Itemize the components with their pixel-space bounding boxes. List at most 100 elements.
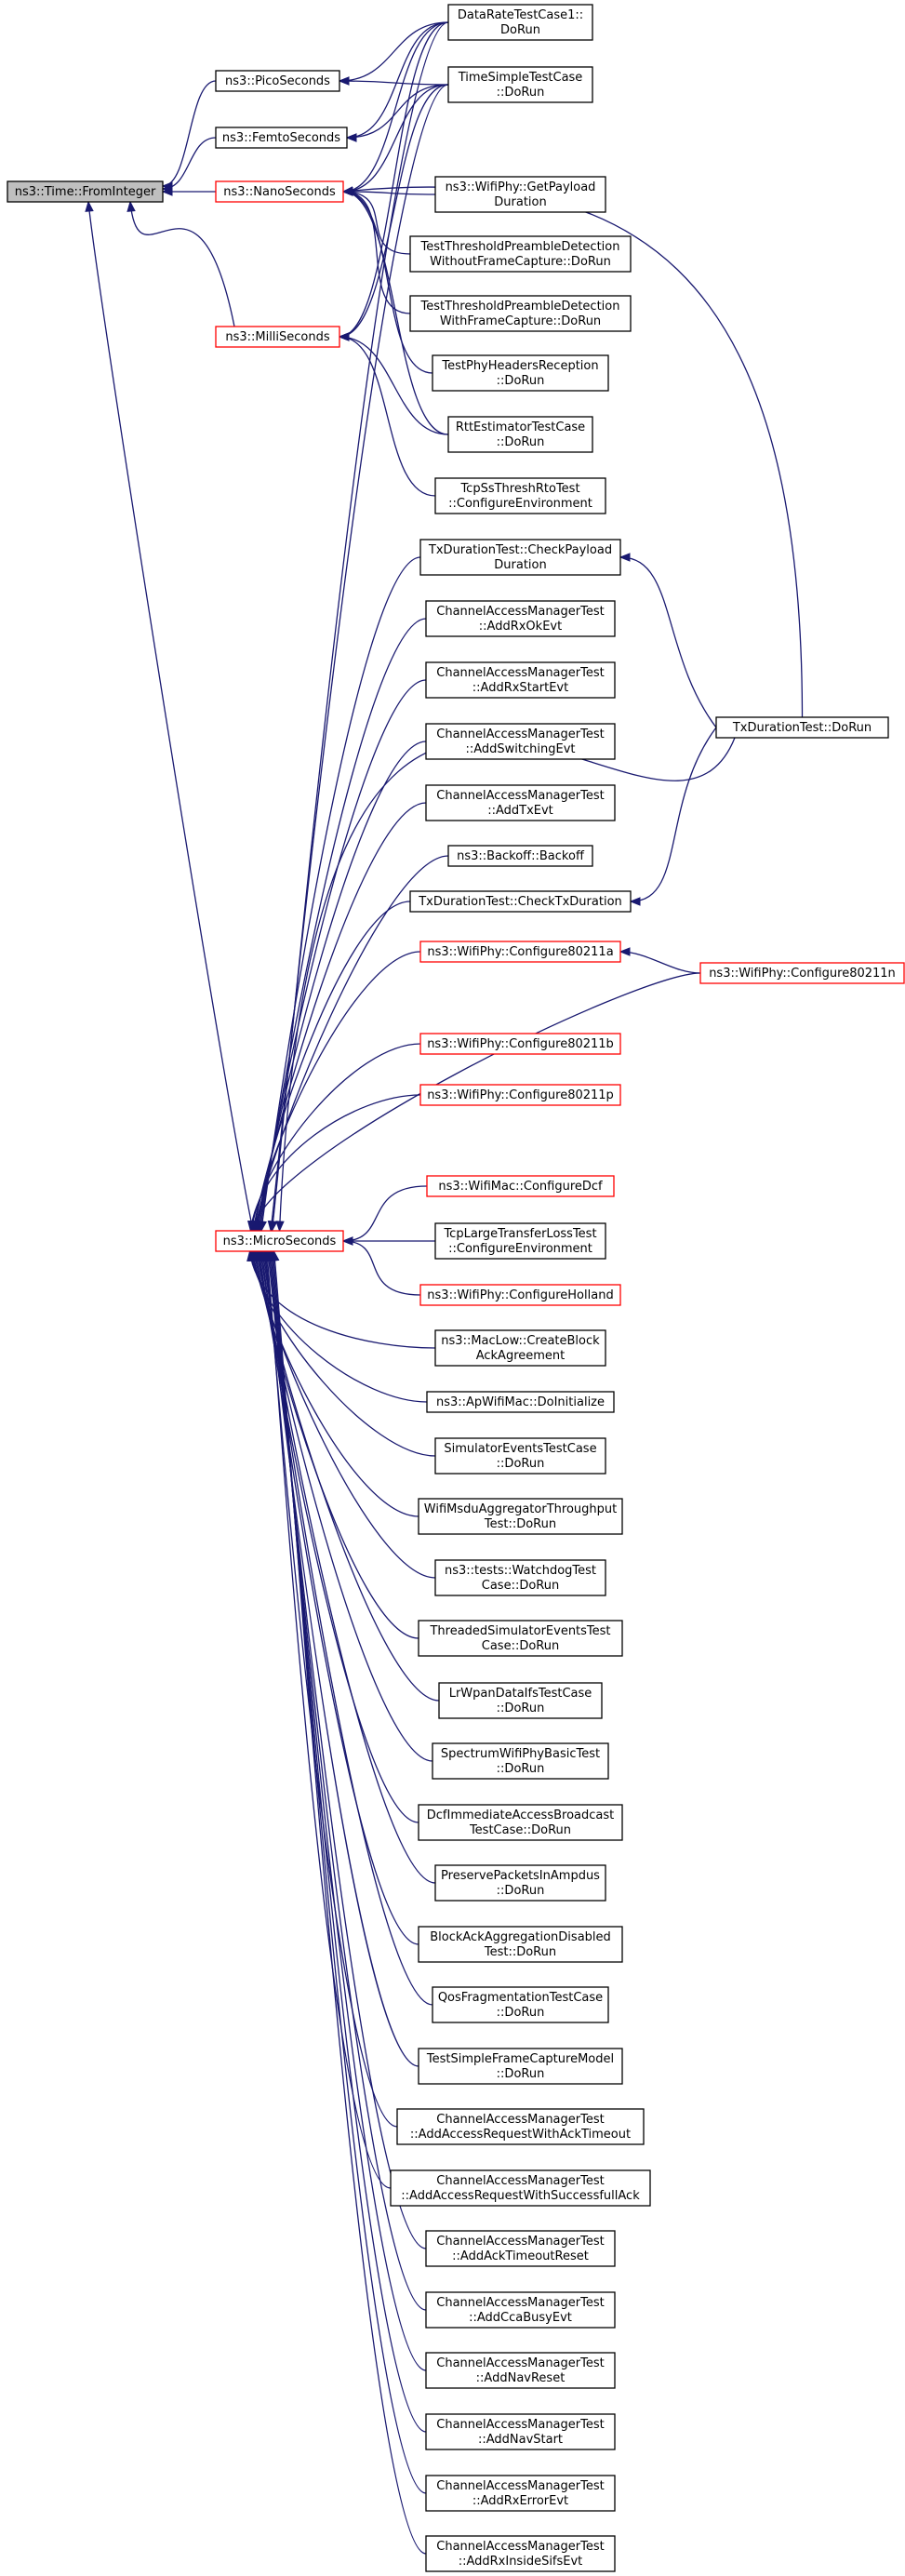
node-datarate[interactable]: DataRateTestCase1::DoRun — [447, 4, 593, 41]
node-label-cam_tx-line-1: ::AddTxEvt — [487, 804, 553, 818]
node-label-cfgholland-line-0: ns3::WifiPhy::ConfigureHolland — [427, 1288, 613, 1302]
node-label-micro-line-0: ns3::MicroSeconds — [223, 1235, 337, 1248]
node-box-watchdog — [434, 1559, 606, 1596]
node-label-getpayload-line-1: Duration — [494, 195, 546, 209]
node-box-micro — [215, 1230, 344, 1252]
node-cam_ccabusy[interactable]: ChannelAccessManagerTest::AddCcaBusyEvt — [425, 2291, 616, 2329]
node-cam_navreset[interactable]: ChannelAccessManagerTest::AddNavReset — [425, 2352, 616, 2389]
node-label-cam_switching-line-0: ChannelAccessManagerTest — [436, 727, 604, 741]
node-rtt[interactable]: RttEstimatorTestCase::DoRun — [447, 416, 593, 453]
edge-phyheaders-to-nano — [342, 191, 433, 374]
node-label-cam_success-line-0: ChannelAccessManagerTest — [436, 2174, 604, 2188]
node-apwifimac[interactable]: ns3::ApWifiMac::DoInitialize — [426, 1391, 615, 1413]
node-cam_rxok[interactable]: ChannelAccessManagerTest::AddRxOkEvt — [425, 600, 616, 637]
edge-micro-to-root — [87, 201, 254, 1232]
node-spectrum[interactable]: SpectrumWifiPhyBasicTest::DoRun — [432, 1742, 609, 1780]
node-cfg11a[interactable]: ns3::WifiPhy::Configure80211a — [419, 941, 621, 963]
node-phyheaders[interactable]: TestPhyHeadersReception::DoRun — [432, 354, 609, 392]
edge-datarate-to-femto — [346, 21, 449, 139]
node-cam_rxsifs[interactable]: ChannelAccessManagerTest::AddRxInsideSif… — [425, 2535, 616, 2572]
node-qosfrag[interactable]: QosFragmentationTestCase::DoRun — [432, 1986, 609, 2023]
node-box-tcplarge — [434, 1222, 606, 1260]
node-box-root — [7, 180, 164, 203]
edge-dcfimm-to-micro — [259, 1250, 419, 1823]
node-cam_success[interactable]: ChannelAccessManagerTest::AddAccessReque… — [390, 2169, 651, 2207]
node-cam_navstart[interactable]: ChannelAccessManagerTest::AddNavStart — [425, 2413, 616, 2450]
node-txdchecktx[interactable]: TxDurationTest::CheckTxDuration — [409, 890, 632, 913]
node-cfgdcf[interactable]: ns3::WifiMac::ConfigureDcf — [426, 1175, 615, 1197]
node-label-cam_rxok-line-0: ChannelAccessManagerTest — [436, 605, 604, 619]
node-label-tcplarge-line-0: TcpLargeTransferLossTest — [443, 1227, 596, 1241]
edge-cfgholland-to-micro — [342, 1240, 421, 1296]
edge-txdchecktx-to-micro — [253, 901, 411, 1232]
node-box-ttpd_without — [409, 235, 632, 273]
node-label-maclow-line-0: ns3::MacLow::CreateBlock — [441, 1334, 600, 1348]
node-cfg11p[interactable]: ns3::WifiPhy::Configure80211p — [419, 1084, 621, 1106]
node-cfg11b[interactable]: ns3::WifiPhy::Configure80211b — [419, 1033, 621, 1055]
node-label-dcfimm-line-1: TestCase::DoRun — [469, 1823, 571, 1837]
node-ttpd_without[interactable]: TestThresholdPreambleDetectionWithoutFra… — [409, 235, 632, 273]
node-pico[interactable]: ns3::PicoSeconds — [215, 70, 340, 92]
node-ttpd_with[interactable]: TestThresholdPreambleDetectionWithFrameC… — [409, 295, 632, 332]
node-box-simevents — [434, 1437, 606, 1475]
node-cam_acktimeout[interactable]: ChannelAccessManagerTest::AddAccessReque… — [396, 2108, 645, 2145]
node-root[interactable]: ns3::Time::FromInteger — [7, 180, 164, 203]
node-femto[interactable]: ns3::FemtoSeconds — [215, 127, 348, 149]
node-label-tcpss-line-0: TcpSsThreshRtoTest — [459, 482, 579, 496]
node-cfg11n[interactable]: ns3::WifiPhy::Configure80211n — [699, 962, 905, 984]
node-preserve[interactable]: PreservePacketsInAmpdus::DoRun — [434, 1864, 606, 1902]
node-box-cam_tx — [425, 784, 616, 821]
node-framecap[interactable]: TestSimpleFrameCaptureModel::DoRun — [418, 2048, 623, 2085]
node-label-msduagg-line-0: WifiMsduAggregatorThroughput — [424, 1502, 617, 1516]
node-label-lrwpan-line-1: ::DoRun — [497, 1702, 545, 1715]
node-cam_ackreset[interactable]: ChannelAccessManagerTest::AddAckTimeoutR… — [425, 2230, 616, 2267]
node-txdrun[interactable]: TxDurationTest::DoRun — [715, 716, 889, 739]
node-box-threadedsim — [418, 1620, 623, 1657]
node-label-nano-line-0: ns3::NanoSeconds — [223, 185, 336, 199]
node-label-backoff-line-0: ns3::Backoff::Backoff — [457, 849, 585, 863]
node-label-watchdog-line-1: Case::DoRun — [482, 1579, 559, 1593]
node-label-cam_acktimeout-line-0: ChannelAccessManagerTest — [436, 2113, 604, 2127]
node-milli[interactable]: ns3::MilliSeconds — [215, 326, 340, 348]
edge-timesimple-to-femto — [346, 84, 449, 139]
node-box-preserve — [434, 1864, 606, 1902]
edge-tcpss-to-milli — [339, 336, 436, 497]
arrowhead-tcpss-to-milli — [338, 332, 350, 341]
node-label-cam_rxsifs-line-1: ::AddRxInsideSifsEvt — [459, 2555, 583, 2569]
node-lrwpan[interactable]: LrWpanDataIfsTestCase::DoRun — [438, 1682, 603, 1719]
node-dcfimm[interactable]: DcfImmediateAccessBroadcastTestCase::DoR… — [418, 1804, 623, 1841]
node-box-dcfimm — [418, 1804, 623, 1841]
node-cfgholland[interactable]: ns3::WifiPhy::ConfigureHolland — [419, 1284, 621, 1306]
node-backoff[interactable]: ns3::Backoff::Backoff — [447, 845, 593, 867]
node-cam_tx[interactable]: ChannelAccessManagerTest::AddTxEvt — [425, 784, 616, 821]
node-box-cfg11a — [419, 941, 621, 963]
node-cam_rxerror[interactable]: ChannelAccessManagerTest::AddRxErrorEvt — [425, 2475, 616, 2512]
node-cam_switching[interactable]: ChannelAccessManagerTest::AddSwitchingEv… — [425, 723, 616, 760]
node-label-cfg11p-line-0: ns3::WifiPhy::Configure80211p — [427, 1088, 614, 1102]
node-box-framecap — [418, 2048, 623, 2085]
node-timesimple[interactable]: TimeSimpleTestCase::DoRun — [447, 66, 593, 103]
node-tcpss[interactable]: TcpSsThreshRtoTest::ConfigureEnvironment — [434, 477, 606, 514]
node-simevents[interactable]: SimulatorEventsTestCase::DoRun — [434, 1437, 606, 1475]
node-label-dcfimm-line-0: DcfImmediateAccessBroadcast — [427, 1809, 614, 1822]
edge-femto-to-root — [162, 137, 217, 190]
node-label-cam_navreset-line-0: ChannelAccessManagerTest — [436, 2356, 604, 2370]
node-label-txdcheckpayload-line-0: TxDurationTest::CheckPayload — [428, 543, 612, 557]
node-cam_rxstart[interactable]: ChannelAccessManagerTest::AddRxStartEvt — [425, 661, 616, 699]
node-nano[interactable]: ns3::NanoSeconds — [215, 180, 344, 203]
node-label-apwifimac-line-0: ns3::ApWifiMac::DoInitialize — [436, 1395, 605, 1409]
arrowhead-timesimple-to-micro — [267, 1220, 277, 1233]
node-tcplarge[interactable]: TcpLargeTransferLossTest::ConfigureEnvir… — [434, 1222, 606, 1260]
arrowhead-micro-to-root — [85, 200, 94, 212]
node-label-cam_ccabusy-line-0: ChannelAccessManagerTest — [436, 2296, 604, 2310]
node-box-blockack — [418, 1926, 623, 1963]
edge-timesimple-to-pico — [339, 80, 449, 86]
node-micro[interactable]: ns3::MicroSeconds — [215, 1230, 344, 1252]
